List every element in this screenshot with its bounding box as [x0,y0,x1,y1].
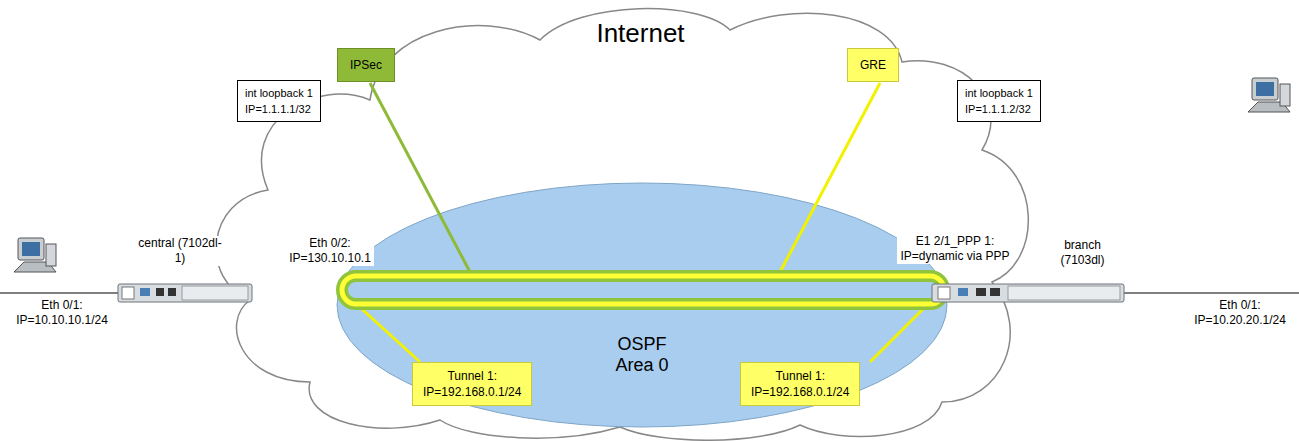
tunnel-box: Tunnel 1:IP=192.168.0.1/24 [740,362,860,406]
internet-cloud [216,9,1028,441]
cloud-title: Internet [593,26,688,41]
lan-wire [1124,293,1299,294]
interface-label: Eth 0/2: IP=130.10.10.1 [286,236,374,266]
device-name: branch (7103dl) [1057,238,1108,268]
box-text: Tunnel 1: [423,368,521,384]
ipsec-band [342,276,944,304]
interface-label: E1 2/1_PPP 1: IP=dynamic via PPP [897,234,1013,264]
gre-leader [780,83,880,272]
interface-label: Eth 0/1: IP=10.20.20.1/24 [1191,298,1289,328]
tunnel-box: Tunnel 1:IP=192.168.0.1/24 [412,362,532,406]
gre-band [342,276,944,304]
box-text: IPSec [350,58,382,72]
interface-label: Eth 0/1: IP=10.10.10.1/24 [13,298,111,328]
box-text: int loopback 1 [245,85,313,101]
box-text: IP=192.168.0.1/24 [423,384,521,400]
gre-box: GRE [847,48,899,82]
device-name: central (7102dl-1) [135,236,225,266]
ospf-area [337,183,947,427]
router-central [118,284,252,302]
computer-right [1248,78,1290,112]
loopback-box: int loopback 1IP=1.1.1.2/32 [957,80,1041,122]
box-text: int loopback 1 [965,85,1033,101]
box-text: GRE [860,58,886,72]
computer-left [14,238,56,272]
router-branch [932,284,1124,302]
ipsec-leader [370,83,470,272]
loopback-box: int loopback 1IP=1.1.1.1/32 [237,80,321,122]
box-text: IP=192.168.0.1/24 [751,384,849,400]
area-label: OSPF Area 0 [612,334,672,376]
box-text: IP=1.1.1.2/32 [965,101,1033,117]
lan-wire [0,293,120,294]
ipsec-box: IPSec [337,48,395,82]
box-text: IP=1.1.1.1/32 [245,101,313,117]
box-text: Tunnel 1: [751,368,849,384]
